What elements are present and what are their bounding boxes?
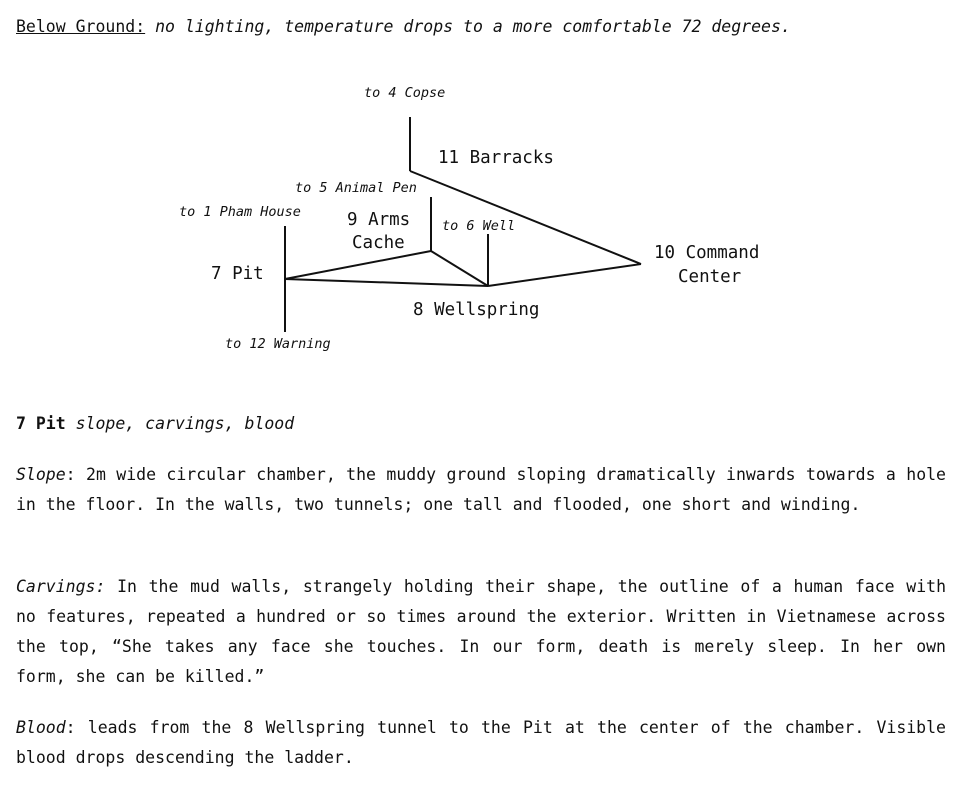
slope-text: : 2m wide circular chamber, the muddy gr… <box>16 465 946 514</box>
room-command-center-label-line1: 10 Command <box>654 243 759 263</box>
exit-pham-house-label: to 1 Pham House <box>179 204 301 220</box>
room-command-center-label-line2: Center <box>678 267 741 287</box>
line-wellspring-to-command <box>487 263 642 287</box>
line-arms-cache-to-wellspring <box>430 250 489 287</box>
intro-line: Below Ground: no lighting, temperature d… <box>16 17 791 36</box>
entry-heading: 7 Pit slope, carvings, blood <box>16 414 294 433</box>
line-pit-to-wellspring <box>284 278 489 287</box>
blood-term: Blood <box>16 718 66 737</box>
exit-well-label: to 6 Well <box>442 218 515 234</box>
intro-label: Below Ground: <box>16 17 146 36</box>
room-barracks-label: 11 Barracks <box>438 148 554 168</box>
exit-animal-pen-label: to 5 Animal Pen <box>295 180 417 196</box>
room-wellspring-label: 8 Wellspring <box>413 300 539 320</box>
line-barracks-to-command <box>409 170 642 265</box>
intro-text: no lighting, temperature drops to a more… <box>145 17 791 36</box>
room-arms-cache-label-line2: Cache <box>352 233 405 253</box>
line-pit-to-arms-cache <box>284 250 432 280</box>
paragraph-carvings: Carvings: In the mud walls, strangely ho… <box>16 572 946 692</box>
room-arms-cache-label-line1: 9 Arms <box>347 210 410 230</box>
dungeon-map: to 4 Copse to 5 Animal Pen to 1 Pham Hou… <box>179 85 759 352</box>
paragraph-blood: Blood: leads from the 8 Wellspring tunne… <box>16 713 946 773</box>
slope-term: Slope <box>16 465 66 484</box>
blood-text: : leads from the 8 Wellspring tunnel to … <box>16 718 946 767</box>
exit-warning-label: to 12 Warning <box>225 336 331 352</box>
paragraph-slope: Slope: 2m wide circular chamber, the mud… <box>16 460 946 520</box>
exit-copse-label: to 4 Copse <box>364 85 445 101</box>
carvings-text: In the mud walls, strangely holding thei… <box>16 577 946 686</box>
entry-keywords: slope, carvings, blood <box>65 414 295 433</box>
entry-title: 7 Pit <box>16 414 66 433</box>
carvings-term: Carvings: <box>16 577 106 596</box>
room-pit-label: 7 Pit <box>211 264 264 284</box>
